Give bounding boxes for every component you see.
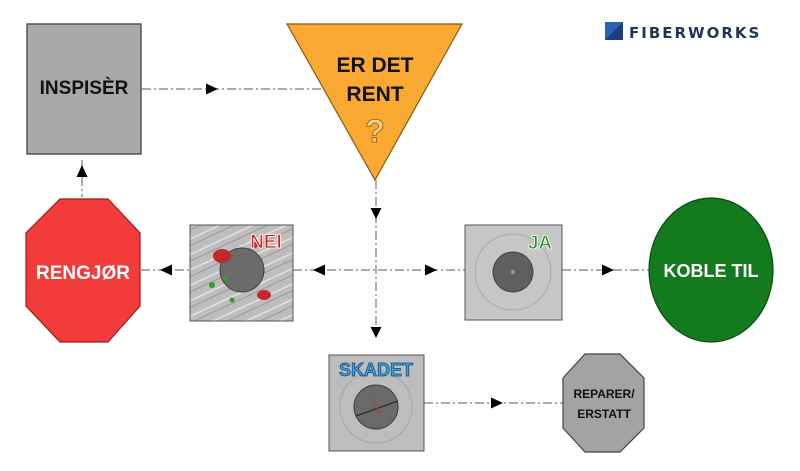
contamination-spot (252, 242, 258, 248)
connect-label: KOBLE TIL (664, 261, 759, 281)
arrowhead-down (370, 327, 382, 338)
dirty-fiber-core (219, 247, 265, 293)
clean-label: RENGJØR (36, 263, 130, 284)
arrowheads (76, 83, 614, 409)
question-line1: ER DET (336, 54, 413, 77)
clean-node: RENGJØR (25, 198, 141, 343)
connect-node: KOBLE TIL (648, 197, 774, 343)
damaged-fiber-cladding (339, 370, 413, 444)
fiber-crack (355, 400, 399, 417)
inspect-box (26, 23, 142, 155)
question-line2: RENT (346, 83, 403, 106)
ok-fiber-center (511, 270, 515, 274)
arrowhead-left (313, 264, 325, 276)
fiberworks-logo: FIBERWORKS (605, 22, 761, 42)
contamination-spot (213, 249, 231, 263)
contamination-spot (257, 290, 271, 300)
arrowhead-right (491, 397, 503, 409)
arrowhead-right (206, 83, 218, 95)
repair-octagon (562, 353, 645, 453)
ok-fiber-cladding (474, 233, 552, 311)
ok-fiber-image: JA (464, 224, 563, 321)
arrowhead-right (425, 264, 437, 276)
logo-icon-shade (605, 22, 623, 40)
arrowhead-up (76, 165, 88, 177)
repair-line2: ERSTATT (577, 407, 631, 421)
repair-node: REPARER/ ERSTATT (562, 353, 645, 453)
contamination-spot (223, 276, 227, 280)
damaged-fiber-core (353, 384, 399, 430)
damaged-fiber-image: SKADET (328, 354, 425, 452)
repair-line1: REPARER/ (573, 387, 635, 401)
fiber-crack (371, 395, 382, 417)
connect-ellipse (648, 197, 774, 343)
inspect-node: INSPISÈR (26, 23, 142, 155)
dirty-fiber-image: NEI (189, 224, 294, 322)
ok-label: JA (528, 233, 553, 254)
clean-octagon (25, 198, 141, 343)
arrowhead-left (160, 264, 172, 276)
inspect-label: INSPISÈR (40, 77, 129, 99)
logo-text: FIBERWORKS (629, 24, 761, 42)
question-mark: ? (365, 113, 385, 149)
arrowhead-right (602, 264, 614, 276)
dirty-label: NEI (250, 232, 282, 253)
contamination-spot (209, 282, 215, 288)
contamination-spot (229, 297, 235, 303)
question-node: ER DET RENT ? (285, 23, 464, 182)
arrowhead-down (370, 208, 382, 219)
question-triangle (285, 23, 464, 182)
damaged-label: SKADET (339, 360, 413, 380)
